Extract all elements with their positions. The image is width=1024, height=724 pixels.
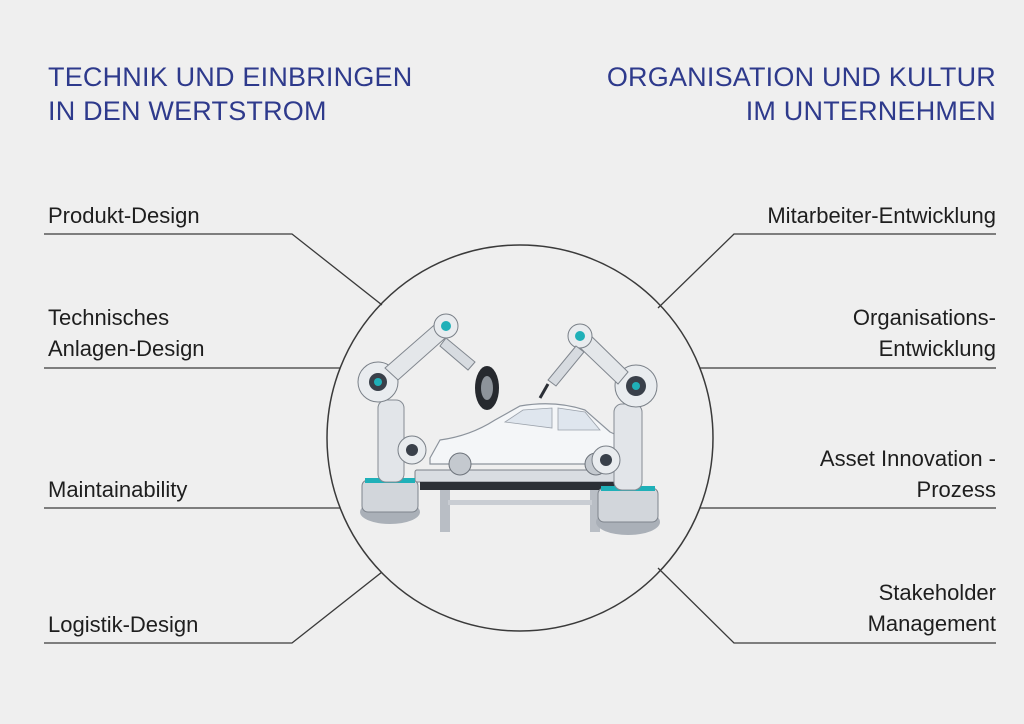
- label-technisches-anlagen-design: Technisches Anlagen-Design: [48, 302, 408, 364]
- connector-logistik-design: [44, 571, 383, 644]
- connector-produkt-design: [44, 233, 383, 306]
- label-organisations-line-1: Organisations-: [852, 305, 996, 330]
- robot-assembly-illustration: [357, 313, 660, 535]
- label-logistik-design: Logistik-Design: [48, 609, 408, 640]
- label-asset-line-2: Prozess: [916, 477, 996, 502]
- left-heading: TECHNIK UND EINBRINGEN IN DEN WERTSTROM: [48, 60, 412, 128]
- right-heading: ORGANISATION UND KULTUR IM UNTERNEHMEN: [607, 60, 996, 128]
- label-maintainability: Maintainability: [48, 474, 408, 505]
- label-mitarbeiter-text: Mitarbeiter-Entwicklung: [767, 203, 996, 228]
- label-maintainability-text: Maintainability: [48, 477, 188, 502]
- label-technisches-line-1: Technisches: [48, 305, 170, 330]
- left-heading-line-1: TECHNIK UND EINBRINGEN: [48, 62, 413, 92]
- central-circle: [326, 244, 714, 632]
- label-produkt-design: Produkt-Design: [48, 200, 408, 231]
- connector-stakeholder: [657, 567, 996, 644]
- label-stakeholder-line-2: Management: [867, 611, 996, 636]
- label-mitarbeiter-entwicklung: Mitarbeiter-Entwicklung: [636, 200, 996, 231]
- label-asset-innovation: Asset Innovation - Prozess: [636, 443, 996, 505]
- label-stakeholder-management: Stakeholder Management: [636, 577, 996, 639]
- label-organisations-line-2: Entwicklung: [878, 336, 996, 361]
- label-asset-line-1: Asset Innovation -: [819, 446, 996, 471]
- label-organisations-entwicklung: Organisations- Entwicklung: [636, 302, 996, 364]
- label-stakeholder-line-1: Stakeholder: [878, 580, 996, 605]
- connector-mitarbeiter: [657, 233, 996, 309]
- label-logistik-design-text: Logistik-Design: [48, 612, 199, 637]
- label-technisches-line-2: Anlagen-Design: [48, 336, 205, 361]
- left-heading-line-2: IN DEN WERTSTROM: [48, 96, 327, 126]
- label-produkt-design-text: Produkt-Design: [48, 203, 200, 228]
- right-heading-line-1: ORGANISATION UND KULTUR: [606, 62, 996, 92]
- right-heading-line-2: IM UNTERNEHMEN: [745, 96, 996, 126]
